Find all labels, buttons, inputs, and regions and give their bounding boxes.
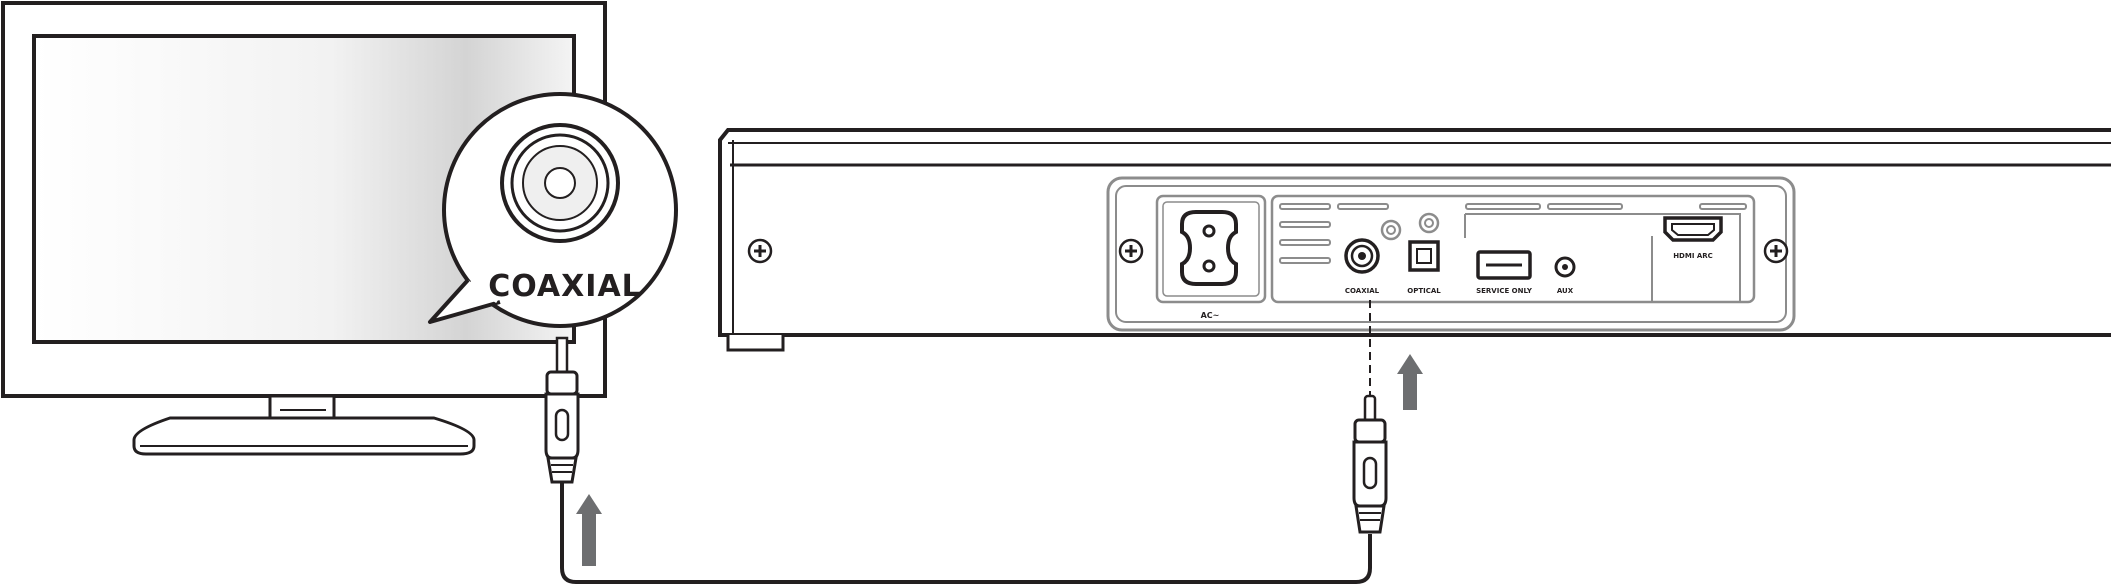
- arrow-up-icon: [576, 494, 602, 566]
- coaxial-jack-icon: [500, 123, 620, 243]
- power-label: AC~: [1201, 311, 1220, 320]
- cable-wire: [560, 480, 1372, 584]
- coaxial-port-icon: [1344, 238, 1380, 274]
- usb-port-label: SERVICE ONLY: [1476, 287, 1533, 295]
- optical-port-label: OPTICAL: [1407, 287, 1441, 295]
- screw-icon: [747, 238, 773, 264]
- hdmi-port-icon: [1663, 216, 1723, 242]
- soundbar-foot: [726, 335, 785, 352]
- power-socket-icon: [1180, 210, 1238, 286]
- arrow-up-icon: [1397, 354, 1423, 410]
- tv-stand-base: [132, 416, 476, 456]
- aux-port-label: AUX: [1557, 287, 1574, 295]
- usb-port-icon: [1476, 250, 1532, 280]
- coaxial-port-label: COAXIAL: [1345, 287, 1380, 295]
- rca-plug-icon: [544, 336, 580, 484]
- tv-stand-neck: [268, 394, 336, 420]
- coaxial-callout: COAXIAL: [428, 92, 678, 328]
- connector-panel: AC~: [1106, 176, 1796, 332]
- coaxial-cable: [544, 300, 1388, 584]
- screw-icon: [1763, 238, 1789, 264]
- soundbar: AC~: [718, 128, 2111, 352]
- aux-port-icon: [1554, 256, 1576, 278]
- rca-plug-icon: [1352, 394, 1388, 534]
- vent-slots: [1279, 203, 1747, 264]
- hdmi-port-label: HDMI ARC: [1673, 252, 1713, 260]
- screw-icon: [1118, 238, 1144, 264]
- callout-label: COAXIAL: [488, 269, 642, 304]
- optical-port-icon: [1408, 240, 1440, 272]
- small-jack-icon: [1380, 219, 1402, 241]
- small-jack-icon: [1418, 212, 1440, 234]
